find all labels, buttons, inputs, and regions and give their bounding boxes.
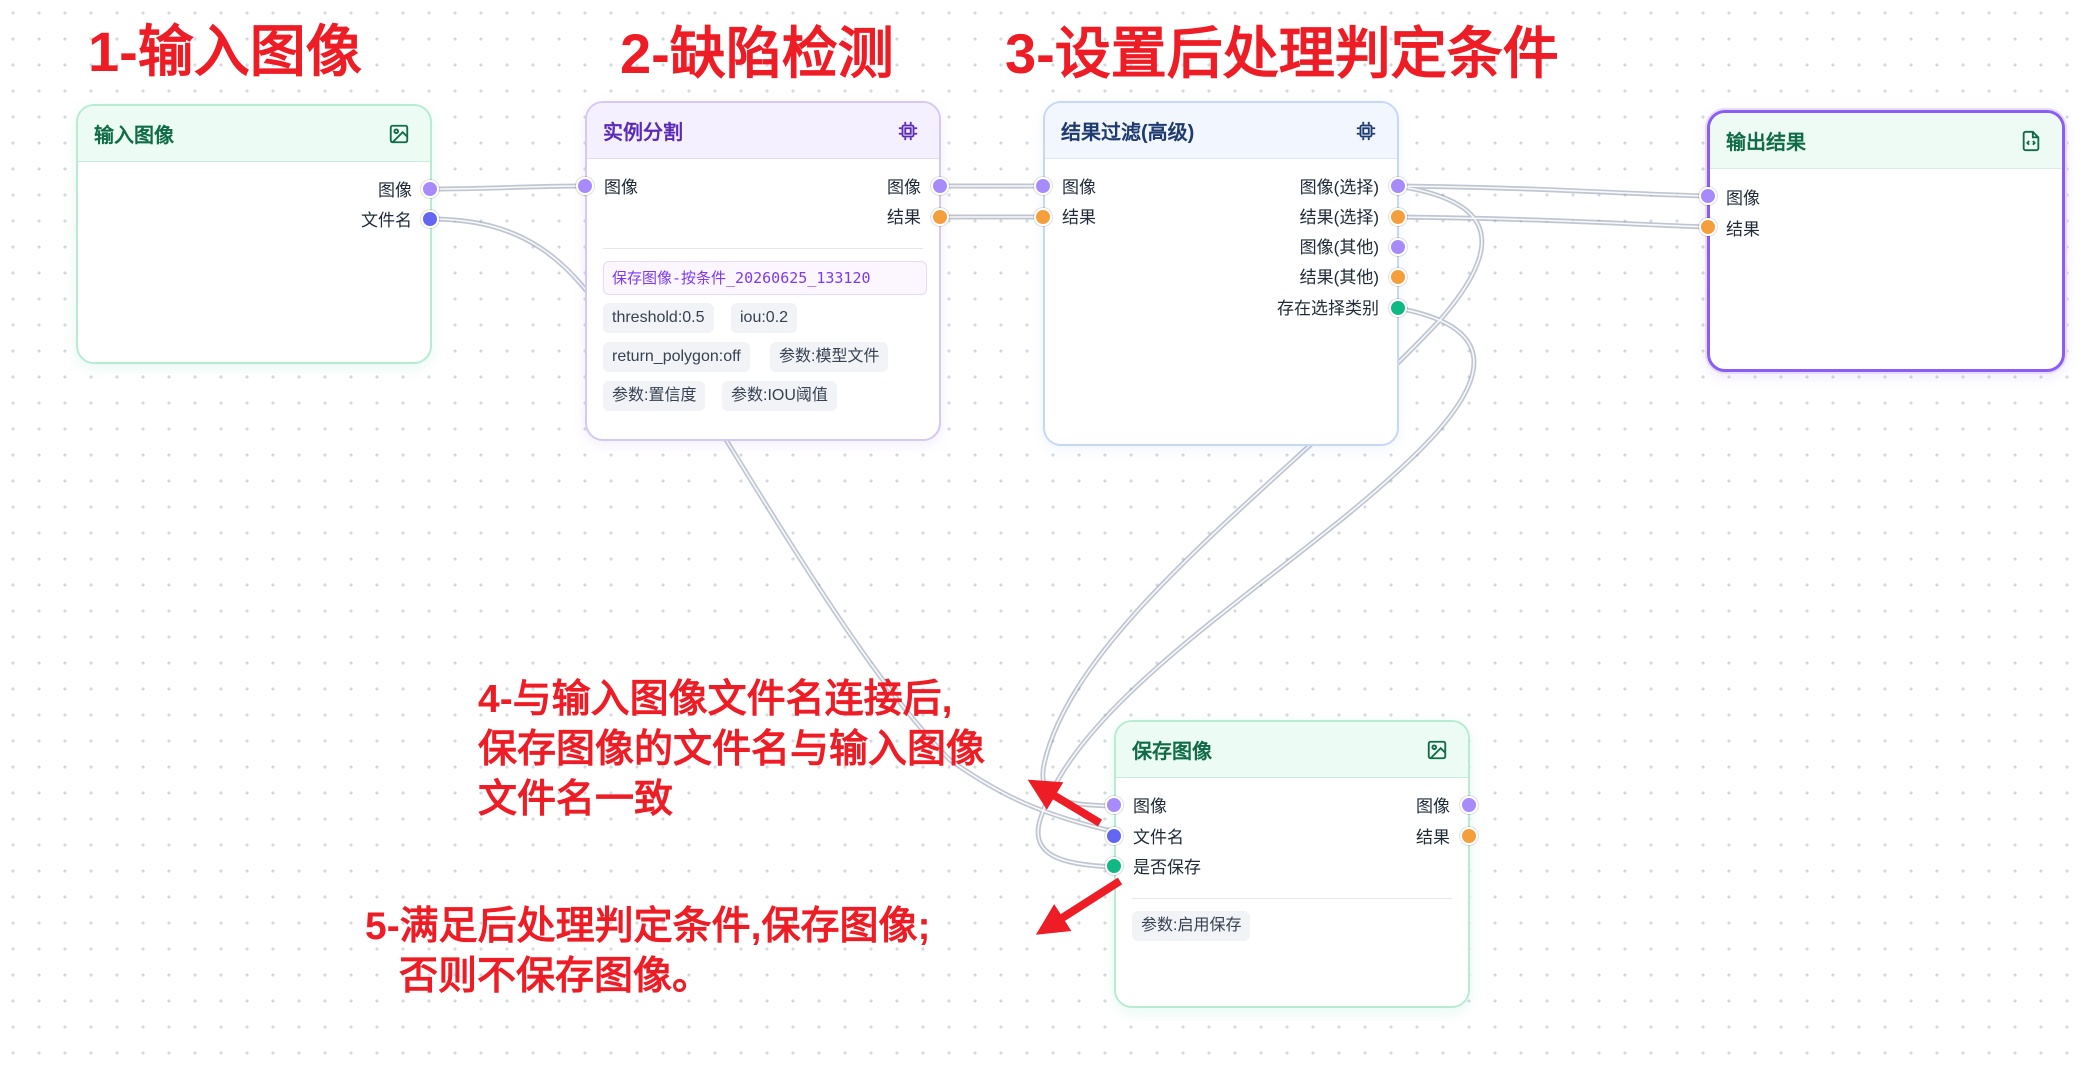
step4-line-2: 保存图像的文件名与输入图像 bbox=[478, 728, 986, 771]
input-port-image[interactable] bbox=[576, 177, 594, 195]
port-label-image-out: 图像 bbox=[887, 178, 921, 197]
node-title: 实例分割 bbox=[603, 122, 683, 144]
node-header[interactable]: 结果过滤(高级) bbox=[1045, 103, 1397, 159]
image-icon bbox=[388, 123, 410, 145]
output-port-image-selected[interactable] bbox=[1389, 177, 1407, 195]
param-chip: 参数:模型文件 bbox=[770, 342, 889, 372]
output-port-result-other[interactable] bbox=[1389, 268, 1407, 286]
step4-line-1: 4-与输入图像文件名连接后, bbox=[478, 678, 953, 721]
node-title: 结果过滤(高级) bbox=[1061, 122, 1195, 144]
output-port-filename[interactable] bbox=[421, 210, 439, 228]
input-port-image[interactable] bbox=[1034, 177, 1052, 195]
step4-line-3: 文件名一致 bbox=[478, 778, 674, 821]
node-header[interactable]: 输入图像 bbox=[78, 106, 430, 162]
port-label-image-selected: 图像(选择) bbox=[1299, 178, 1379, 197]
port-label-image: 图像 bbox=[1062, 178, 1096, 197]
step3-title: 3-设置后处理判定条件 bbox=[1005, 22, 1559, 85]
node-header[interactable]: 输出结果 bbox=[1710, 113, 2062, 169]
port-label-do-save: 是否保存 bbox=[1133, 858, 1201, 877]
param-chip: threshold:0.5 bbox=[603, 303, 714, 333]
chip-icon bbox=[1355, 120, 1377, 142]
port-label-image-other: 图像(其他) bbox=[1299, 238, 1379, 257]
input-port-image[interactable] bbox=[1105, 796, 1123, 814]
port-label-result-selected: 结果(选择) bbox=[1299, 208, 1379, 227]
input-port-filename[interactable] bbox=[1105, 827, 1123, 845]
port-label-filename: 文件名 bbox=[1133, 828, 1184, 847]
output-port-image[interactable] bbox=[421, 180, 439, 198]
chip-icon bbox=[897, 120, 919, 142]
input-port-result[interactable] bbox=[1034, 208, 1052, 226]
port-label-image-out: 图像 bbox=[1416, 797, 1450, 816]
node-title: 输入图像 bbox=[94, 125, 174, 147]
step4-annotation: 4-与输入图像文件名连接后, 保存图像的文件名与输入图像 文件名一致 bbox=[478, 675, 985, 825]
code-file-icon bbox=[2020, 130, 2042, 152]
image-icon bbox=[1426, 739, 1448, 761]
input-port-result[interactable] bbox=[1699, 218, 1717, 236]
port-label-image: 图像 bbox=[604, 178, 638, 197]
node-result-filter[interactable]: 结果过滤(高级) 图像 结果 图像(选择) 结果(选择) 图像(其他) 结果(其… bbox=[1043, 101, 1399, 446]
port-label-image: 图像 bbox=[1726, 189, 1760, 208]
divider bbox=[603, 248, 923, 249]
port-label-result-out: 结果 bbox=[1416, 828, 1450, 847]
node-title: 输出结果 bbox=[1726, 132, 1806, 154]
output-port-image[interactable] bbox=[931, 177, 949, 195]
node-instance-segmentation[interactable]: 实例分割 图像 图像 结果 保存图像-按条件_20260625_133120 t… bbox=[585, 101, 941, 441]
saved-file-link[interactable]: 保存图像-按条件_20260625_133120 bbox=[603, 261, 927, 295]
param-chip: 参数:启用保存 bbox=[1132, 911, 1251, 941]
output-port-result[interactable] bbox=[1460, 827, 1478, 845]
divider bbox=[1132, 898, 1452, 899]
node-save-image[interactable]: 保存图像 图像 文件名 是否保存 图像 结果 参数:启用保存 bbox=[1114, 720, 1470, 1008]
input-port-do-save[interactable] bbox=[1105, 857, 1123, 875]
node-input-image[interactable]: 输入图像 图像 文件名 bbox=[76, 104, 432, 364]
output-port-result-selected[interactable] bbox=[1389, 208, 1407, 226]
step5-line-2: 否则不保存图像。 bbox=[399, 955, 712, 998]
arrow-step5 bbox=[1035, 877, 1123, 935]
arrow-step4 bbox=[1027, 779, 1103, 827]
param-chip: 参数:IOU阈值 bbox=[722, 381, 837, 411]
node-title: 保存图像 bbox=[1132, 741, 1212, 763]
node-header[interactable]: 实例分割 bbox=[587, 103, 939, 159]
port-label-image: 图像 bbox=[378, 181, 412, 200]
port-label-result-out: 结果 bbox=[887, 208, 921, 227]
output-port-image[interactable] bbox=[1460, 796, 1478, 814]
output-port-image-other[interactable] bbox=[1389, 238, 1407, 256]
param-chip: 参数:置信度 bbox=[603, 381, 706, 411]
param-chip: iou:0.2 bbox=[731, 303, 798, 333]
output-port-has-selected[interactable] bbox=[1389, 299, 1407, 317]
port-label-image: 图像 bbox=[1133, 797, 1167, 816]
param-chip: return_polygon:off bbox=[603, 342, 750, 372]
node-header[interactable]: 保存图像 bbox=[1116, 722, 1468, 778]
port-label-has-selected: 存在选择类别 bbox=[1277, 299, 1379, 318]
step2-title: 2-缺陷检测 bbox=[620, 22, 894, 85]
port-label-result-other: 结果(其他) bbox=[1299, 268, 1379, 287]
step5-line-1: 5-满足后处理判定条件,保存图像; bbox=[365, 905, 931, 948]
step5-annotation: 5-满足后处理判定条件,保存图像; 否则不保存图像。 bbox=[365, 902, 931, 1002]
step1-title: 1-输入图像 bbox=[88, 20, 362, 83]
input-port-image[interactable] bbox=[1699, 187, 1717, 205]
port-label-result: 结果 bbox=[1062, 208, 1096, 227]
port-label-result: 结果 bbox=[1726, 220, 1760, 239]
port-label-filename: 文件名 bbox=[361, 211, 412, 230]
node-output-result[interactable]: 输出结果 图像 结果 bbox=[1707, 110, 2065, 372]
output-port-result[interactable] bbox=[931, 208, 949, 226]
